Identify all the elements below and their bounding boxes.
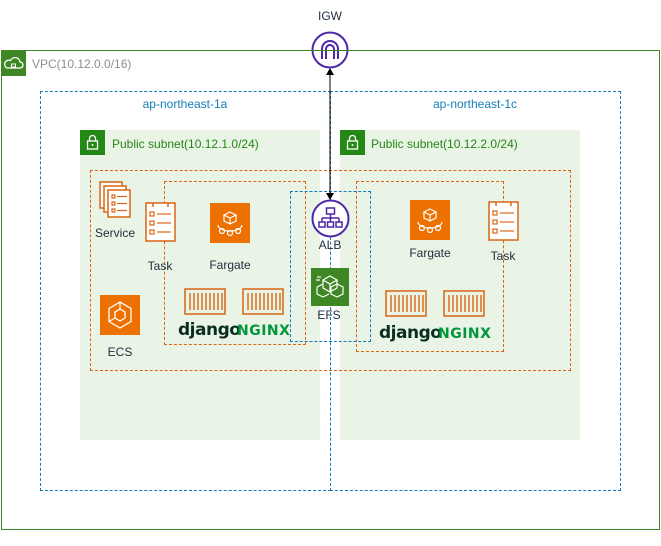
service-label: Service — [94, 226, 135, 240]
django-logo: django — [379, 323, 442, 343]
padlock-icon — [340, 130, 365, 155]
subnet-a-label: Public subnet(10.12.1.0/24) — [112, 137, 259, 151]
fargate-label: Fargate — [409, 246, 451, 260]
container-icon — [242, 288, 284, 315]
load-balancer-icon — [311, 199, 350, 238]
cloud-lock-icon — [1, 51, 26, 76]
django-logo: django — [178, 320, 241, 340]
container-icon — [385, 290, 427, 317]
igw-label: IGW — [318, 9, 342, 23]
fargate-icon — [210, 203, 250, 243]
efs-label: EFS — [317, 308, 341, 322]
task-group-c — [356, 181, 504, 352]
task-label: Task — [490, 249, 516, 263]
fargate-icon — [410, 200, 450, 240]
task-label: Task — [147, 259, 173, 273]
vpc-boundary — [1, 50, 660, 530]
subnet-c-label: Public subnet(10.12.2.0/24) — [371, 137, 518, 151]
padlock-icon — [80, 130, 105, 155]
task-icon — [145, 202, 176, 242]
alb-label: ALB — [318, 238, 342, 252]
igw-alb-connector — [324, 67, 336, 201]
ecs-icon — [100, 295, 140, 335]
container-icon — [443, 290, 485, 317]
task-group-a — [164, 181, 306, 345]
az-c-label: ap-northeast-1c — [432, 97, 518, 111]
task-icon — [488, 201, 519, 241]
vpc-label: VPC(10.12.0.0/16) — [32, 57, 132, 71]
service-icon — [99, 181, 132, 219]
nginx-logo: NGINX — [438, 326, 492, 342]
az-a-label: ap-northeast-1a — [142, 97, 228, 111]
nginx-logo: NGINX — [237, 323, 291, 339]
container-icon — [184, 288, 226, 315]
efs-icon — [311, 268, 349, 306]
ecs-label: ECS — [107, 345, 133, 359]
fargate-label: Fargate — [209, 258, 251, 272]
